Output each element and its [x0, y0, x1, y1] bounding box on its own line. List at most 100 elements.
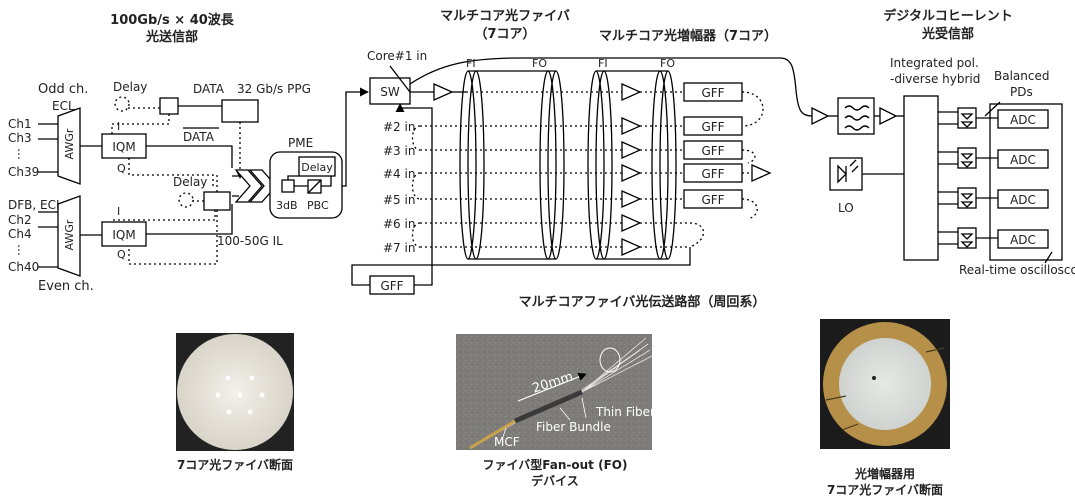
svg-text:ファイバ型Fan-out (FO): ファイバ型Fan-out (FO)	[483, 457, 628, 472]
svg-text:ADC: ADC	[1010, 233, 1036, 247]
amplifier-heading: マルチコア光増幅器（7コア）	[599, 28, 777, 44]
i-label-odd: I	[117, 120, 120, 133]
svg-text:IQM: IQM	[112, 228, 135, 242]
svg-text:ADC: ADC	[1010, 193, 1036, 207]
svg-text:IQM: IQM	[112, 140, 135, 154]
pol-hybrid	[904, 96, 938, 260]
svg-text:ADC: ADC	[1010, 113, 1036, 127]
ch40-label: Ch40	[8, 260, 39, 274]
receiver-hybrid-labels: Integrated pol. -diverse hybrid	[890, 56, 980, 86]
fi-label-1: FI	[466, 57, 476, 70]
svg-text:Balanced: Balanced	[994, 69, 1049, 83]
ch2-label: Ch2	[8, 213, 32, 227]
svg-text:AWGr: AWGr	[63, 219, 76, 250]
optical-filter	[838, 98, 874, 134]
fo-label-1: FO	[532, 57, 547, 70]
core1-input: Core#1 in	[367, 49, 427, 63]
receiver-heading: デジタルコヒーレント 光受信部	[883, 8, 1012, 42]
svg-text:7コア光ファイバ断面: 7コア光ファイバ断面	[177, 457, 293, 472]
fi-label-2: FI	[598, 57, 608, 70]
gff-core2: GFF	[684, 117, 742, 135]
data-bar-label: DATA	[183, 130, 215, 144]
photo-2-caption: ファイバ型Fan-out (FO) デバイス	[483, 457, 628, 488]
data-label: DATA	[193, 82, 225, 96]
iqm-odd: IQM	[102, 134, 146, 158]
receiver-section: Integrated pol. -diverse hybrid Balanced…	[812, 56, 1075, 277]
adc-4: ADC	[998, 230, 1048, 248]
pme-label: PME	[288, 136, 313, 150]
delay-label-top: Delay	[113, 80, 147, 94]
svg-text:GFF: GFF	[380, 279, 403, 293]
gff-core1: GFF	[684, 83, 742, 101]
svg-text:Integrated pol.: Integrated pol.	[890, 56, 979, 70]
gff-return: GFF	[370, 276, 414, 294]
even-dots: …	[15, 244, 29, 256]
svg-text:デジタルコヒーレント: デジタルコヒーレント	[883, 8, 1012, 24]
core4-post-amp	[752, 165, 770, 181]
svg-text:SW: SW	[380, 85, 400, 99]
ch1-label: Ch1	[8, 117, 32, 131]
svg-text:マルチコア光ファイバ: マルチコア光ファイバ	[440, 8, 570, 24]
core4-input: #4 in	[383, 167, 415, 181]
svg-text:PDs: PDs	[1010, 85, 1033, 99]
iqm-even: IQM	[102, 222, 146, 246]
fiber-bundle-label: Fiber Bundle	[536, 420, 611, 434]
adc-3: ADC	[998, 190, 1048, 208]
gff-core4: GFF	[684, 164, 742, 182]
photo-amp-fiber-crosssection	[820, 319, 950, 449]
svg-text:GFF: GFF	[701, 144, 724, 158]
fo-label-2: FO	[660, 57, 675, 70]
data-splitter-bottom	[204, 192, 230, 210]
odd-dots: …	[15, 148, 29, 160]
rx-preamp	[812, 108, 828, 124]
core-amplifiers	[622, 84, 640, 255]
lo-laser	[830, 158, 862, 190]
q-label-even: Q	[117, 248, 126, 261]
pme-coupler	[282, 180, 294, 192]
svg-text:GFF: GFF	[701, 120, 724, 134]
q-label-odd: Q	[117, 162, 126, 175]
photo-fanout-device: 20mm Thin Fibers Fiber Bundle MCF	[456, 334, 661, 450]
gff-core3: GFF	[684, 141, 742, 159]
svg-text:GFF: GFF	[701, 86, 724, 100]
svg-text:Delay: Delay	[301, 161, 333, 174]
ppg-box	[222, 100, 258, 122]
fiber-heading: マルチコア光ファイバ （7コア）	[440, 8, 570, 42]
ch39-label: Ch39	[8, 165, 39, 179]
svg-text:光増幅器用: 光増幅器用	[854, 466, 915, 481]
gff-core5: GFF	[684, 190, 742, 208]
svg-text:GFF: GFF	[701, 193, 724, 207]
core7-input: #7 in	[383, 241, 415, 255]
core3-input: #3 in	[383, 144, 415, 158]
rx-amp2	[880, 108, 896, 124]
loop-heading: マルチコアファイバ光伝送路部（周回系）	[519, 294, 766, 310]
svg-text:光受信部: 光受信部	[921, 26, 974, 42]
scope-label: Real-time oscilloscope	[959, 263, 1075, 277]
svg-text:7コア光ファイバ断面: 7コア光ファイバ断面	[827, 482, 943, 497]
photo-1-caption: 7コア光ファイバ断面	[177, 457, 293, 472]
coupler-label: 3dB	[276, 199, 298, 212]
even-channel-label: Even ch.	[38, 279, 94, 294]
mcf-span	[460, 71, 564, 259]
delay-label-bottom: Delay	[173, 175, 207, 189]
pme-delay-box: Delay	[299, 157, 335, 176]
il-label: 100-50G IL	[217, 234, 283, 248]
transmitter-section: Odd ch. ECL Ch1 Ch3 … Ch39 AWGr DFB, ECL…	[8, 80, 368, 294]
lo-label: LO	[838, 201, 854, 215]
sw-box: SW	[370, 78, 410, 104]
adc-1: ADC	[998, 110, 1048, 128]
odd-channel-label: Odd ch.	[38, 82, 88, 97]
svg-text:ADC: ADC	[1010, 153, 1036, 167]
pbc-label: PBC	[307, 199, 329, 212]
delay-loop-bottom	[179, 193, 193, 207]
adc-2: ADC	[998, 150, 1048, 168]
svg-text:デバイス: デバイス	[531, 473, 579, 488]
thin-fibers-label: Thin Fibers	[595, 405, 661, 419]
svg-text:AWGr: AWGr	[63, 128, 76, 159]
svg-text:-diverse hybrid: -diverse hybrid	[890, 72, 980, 86]
ppg-label: 32 Gb/s PPG	[237, 82, 311, 96]
mcf-label: MCF	[494, 435, 520, 449]
core2-input: #2 in	[383, 120, 415, 134]
ch4-label: Ch4	[8, 227, 32, 241]
